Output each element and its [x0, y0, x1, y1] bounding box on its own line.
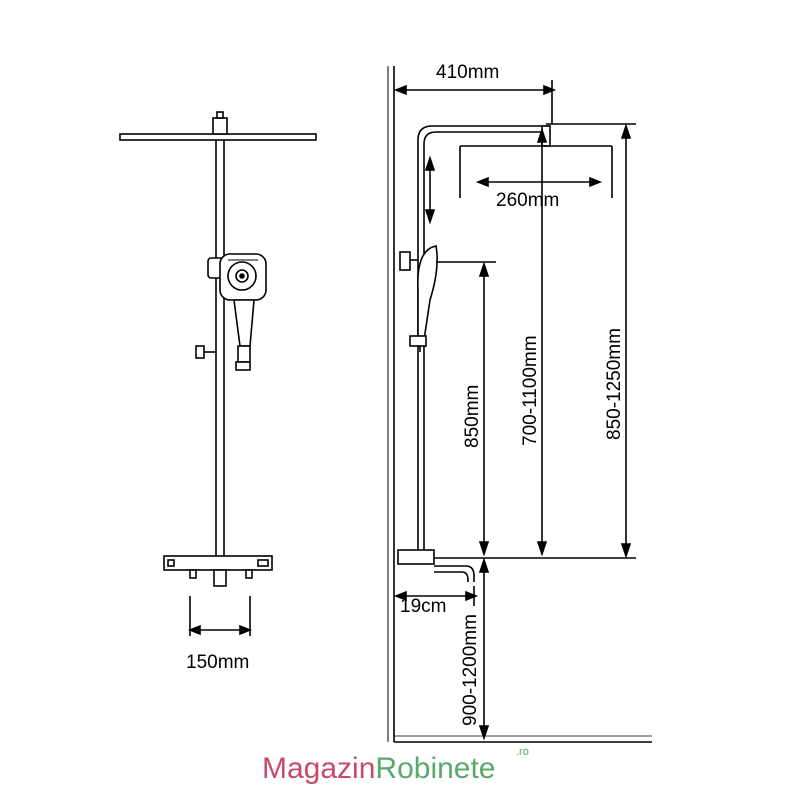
dim-410mm-label: 410mm	[436, 62, 499, 83]
logo-part-magazin: Magazin	[262, 752, 376, 785]
side-view	[387, 66, 652, 743]
brand-logo: MagazinRobinete .ro	[262, 746, 552, 796]
dim-900-1200mm-label: 900-1200mm	[460, 614, 481, 726]
logo-suffix: .ro	[516, 746, 529, 758]
front-diverter	[195, 345, 205, 359]
front-view	[119, 111, 317, 636]
side-riser-arm	[417, 125, 550, 552]
front-head-connector	[212, 117, 228, 135]
dim-850-1250mm-label: 850-1250mm	[604, 328, 625, 440]
side-hand-shower	[417, 245, 438, 341]
logo-part-robinete: Robinete	[375, 752, 496, 785]
dim-19cm-label: 19cm	[400, 596, 446, 617]
dim-150mm-label: 150mm	[186, 652, 249, 673]
dim-850mm-label: 850mm	[462, 385, 483, 448]
front-rain-head	[119, 133, 317, 141]
dim-700-1100mm-label: 700-1100mm	[520, 335, 541, 446]
front-thermostatic-bar	[163, 555, 273, 571]
side-thermostatic-bar	[397, 549, 435, 565]
side-spout	[434, 565, 475, 582]
dim-260mm-label: 260mm	[496, 190, 559, 211]
